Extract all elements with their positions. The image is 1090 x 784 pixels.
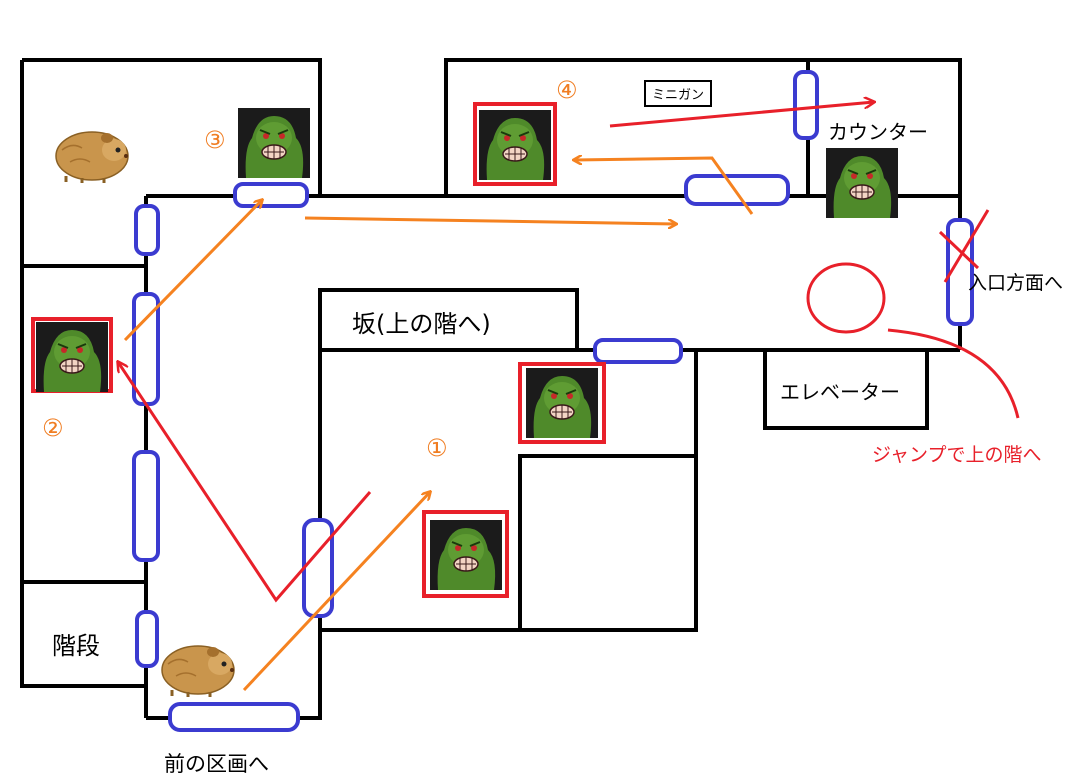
marker-3: ③ [204,126,226,154]
door[interactable] [593,338,683,364]
hamster-icon [54,130,130,185]
slope-label: 坂(上の階へ) [352,310,491,338]
jump-spot-circle [806,262,886,334]
door[interactable] [684,174,790,206]
stairs-label: 階段 [52,632,100,660]
enemy-2 [31,317,113,393]
door[interactable] [134,204,160,256]
entrance-label: 入口方面へ [968,272,1064,294]
marker-1: ① [426,434,448,462]
minigun-label: ミニガン [644,80,713,107]
counter-label: カウンター [828,120,928,144]
door[interactable] [132,450,160,562]
door[interactable] [135,610,159,668]
blocked-mark [938,209,990,283]
hamster-icon [160,644,236,699]
door[interactable] [233,182,309,208]
enemy-1 [422,510,509,598]
route-red [118,102,874,603]
enemy-counter [825,147,899,219]
enemy-room [518,362,606,444]
marker-4: ④ [556,76,578,104]
elevator-label: エレベーター [780,380,900,404]
marker-2: ② [42,414,64,442]
route-orange [123,158,754,692]
enemy-3 [237,107,311,179]
jump-note: ジャンプで上の階へ [872,444,1042,466]
door[interactable] [793,70,819,140]
door[interactable] [168,702,300,732]
prev-area-label: 前の区画へ [164,752,269,776]
jump-pointer-line [887,328,1020,419]
enemy-4 [473,102,557,186]
